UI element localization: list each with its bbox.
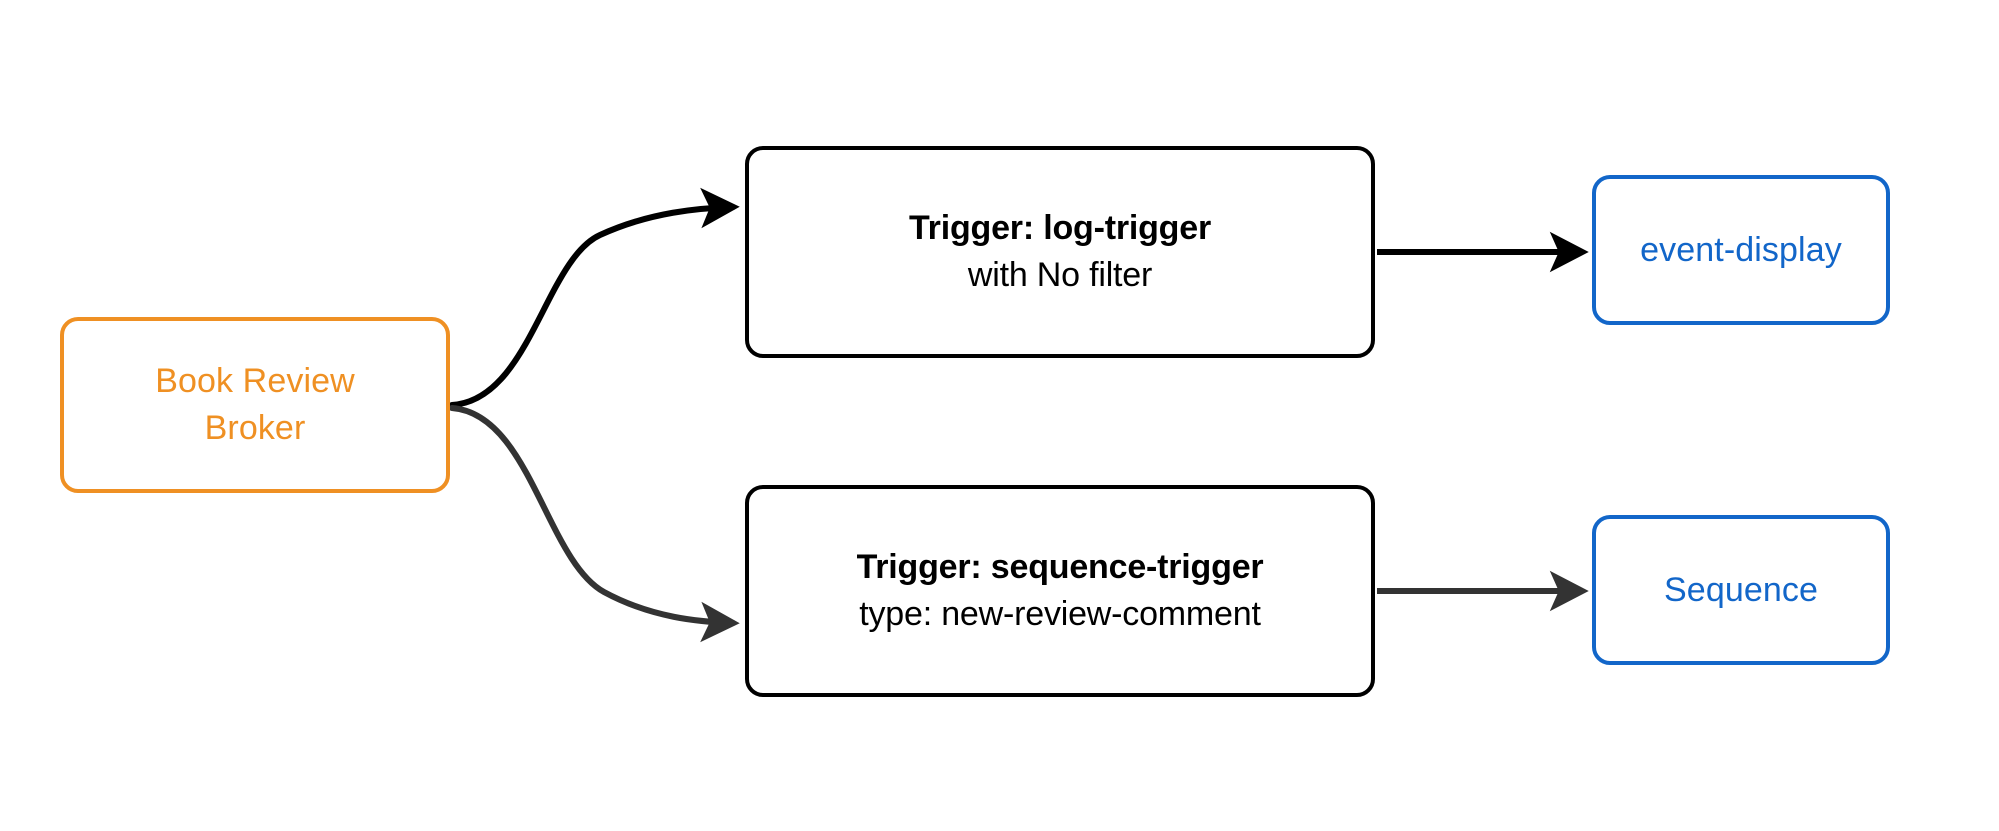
node-trigger-log-trigger[interactable]: Trigger: log-trigger with No filter: [745, 146, 1375, 358]
node-book-review-broker[interactable]: Book Review Broker: [60, 317, 450, 493]
sink-sequence-label: Sequence: [1664, 571, 1818, 609]
sink-event-display-label: event-display: [1640, 231, 1842, 269]
node-sink-event-display[interactable]: event-display: [1592, 175, 1890, 325]
trigger-sequence-subtitle: type: new-review-comment: [859, 595, 1261, 633]
edge-broker-to-sequence-trigger: [449, 405, 740, 643]
trigger-log-subtitle: with No filter: [967, 256, 1153, 294]
edge-broker-to-log-trigger: [449, 187, 740, 408]
node-trigger-sequence-trigger[interactable]: Trigger: sequence-trigger type: new-revi…: [745, 485, 1375, 697]
broker-label-line-1: Book Review: [155, 362, 355, 400]
broker-label-line-2: Broker: [204, 409, 306, 447]
trigger-log-title: Trigger: log-trigger: [908, 209, 1211, 247]
trigger-sequence-title: Trigger: sequence-trigger: [856, 548, 1264, 586]
node-sink-sequence[interactable]: Sequence: [1592, 515, 1890, 665]
